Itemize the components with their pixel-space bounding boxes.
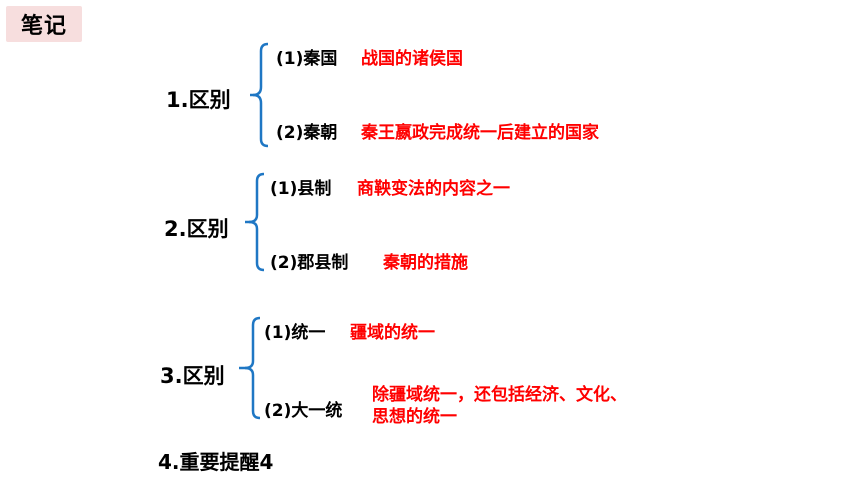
group-1-label: 1.区别: [166, 88, 231, 112]
notes-title: 笔记: [20, 14, 67, 39]
group-2-term-1: (1)县制: [270, 179, 332, 199]
group-3-desc-1: 疆域的统一: [350, 323, 435, 343]
notes-title-badge: 笔记: [6, 6, 82, 42]
group-2-desc-1: 商鞅变法的内容之一: [357, 179, 510, 199]
group-2-brace-icon: [245, 172, 265, 272]
important-reminder: 4.重要提醒4: [158, 450, 274, 474]
group-3-desc-2-line-2: 思想的统一: [372, 407, 457, 427]
group-2-term-2: (2)郡县制: [270, 253, 349, 273]
group-2-desc-2: 秦朝的措施: [383, 253, 468, 273]
group-3-desc-2: 除疆域统一，还包括经济、文化、 思想的统一: [372, 384, 627, 428]
group-2-label: 2.区别: [164, 217, 229, 241]
group-1-term-2: (2)秦朝: [276, 123, 338, 143]
group-3-label: 3.区别: [160, 364, 225, 388]
group-1-desc-2: 秦王嬴政完成统一后建立的国家: [361, 123, 599, 143]
group-3-brace-icon: [239, 316, 261, 420]
group-3-term-2: (2)大一统: [264, 401, 343, 421]
group-1-desc-1: 战国的诸侯国: [361, 49, 463, 69]
group-1-term-1: (1)秦国: [276, 49, 338, 69]
group-3-desc-2-line-1: 除疆域统一，还包括经济、文化、: [372, 385, 627, 405]
group-3-term-1: (1)统一: [264, 323, 326, 343]
group-1-brace-icon: [250, 42, 269, 148]
